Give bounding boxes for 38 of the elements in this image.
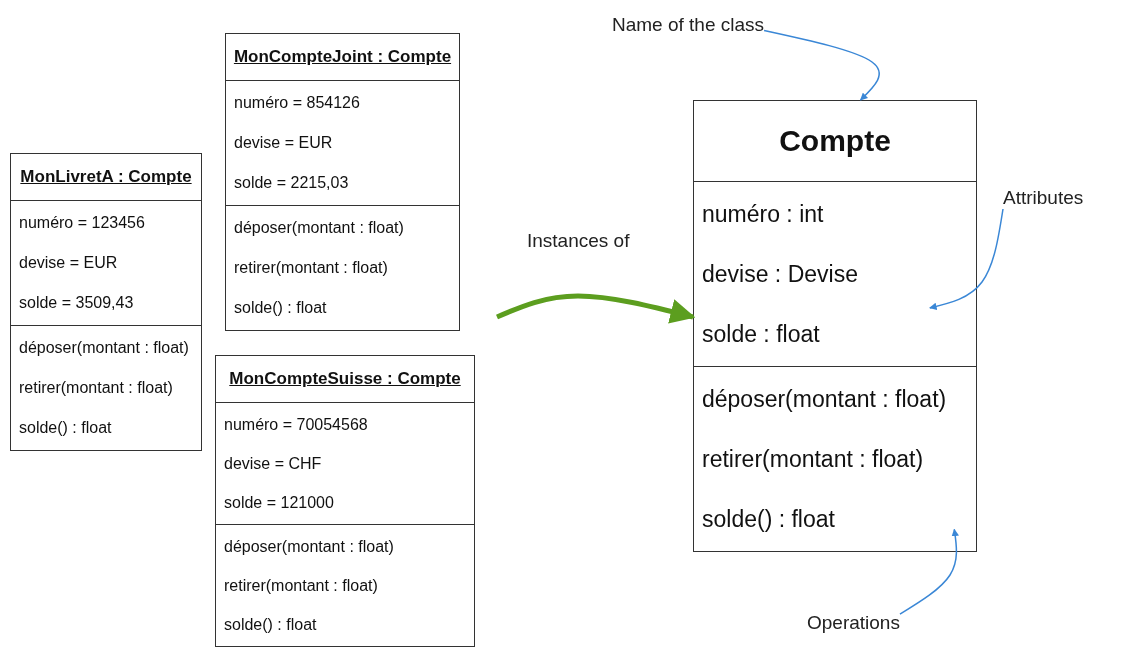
operation-text: déposer(montant : float) bbox=[224, 537, 394, 557]
object-name: MonCompteSuisse : Compte bbox=[229, 369, 461, 389]
attribute-text: devise = EUR bbox=[19, 253, 118, 273]
arrow bbox=[763, 29, 880, 101]
operation-text: déposer(montant : float) bbox=[702, 385, 947, 414]
arrow bbox=[929, 208, 1004, 310]
attribute-text: numéro = 70054568 bbox=[224, 415, 368, 435]
attribute-text: devise : Devise bbox=[702, 260, 858, 289]
attribute-text: solde = 3509,43 bbox=[19, 293, 134, 313]
object-box bbox=[225, 33, 460, 331]
operation-text: retirer(montant : float) bbox=[234, 258, 388, 278]
object-name: MonCompteJoint : Compte bbox=[233, 47, 452, 67]
object-box bbox=[10, 153, 202, 451]
operation-text: retirer(montant : float) bbox=[224, 576, 378, 596]
object-box bbox=[215, 355, 475, 647]
annotation-label: Attributes bbox=[1003, 187, 1084, 209]
class-name: Compte bbox=[779, 124, 891, 158]
class-box bbox=[693, 100, 977, 552]
operation-text: solde() : float bbox=[702, 505, 835, 534]
attribute-text: devise = CHF bbox=[224, 454, 322, 474]
annotation-label: Name of the class bbox=[612, 14, 765, 36]
arrow bbox=[899, 528, 959, 615]
annotation-label: Operations bbox=[807, 612, 900, 634]
operation-text: retirer(montant : float) bbox=[702, 445, 924, 474]
attribute-text: numéro : int bbox=[702, 200, 824, 229]
attribute-text: solde = 2215,03 bbox=[234, 173, 349, 193]
operation-text: retirer(montant : float) bbox=[19, 378, 173, 398]
attribute-text: numéro = 123456 bbox=[19, 213, 145, 233]
operation-text: déposer(montant : float) bbox=[234, 218, 404, 238]
operation-text: solde() : float bbox=[234, 298, 327, 318]
object-name: MonLivretA : Compte bbox=[20, 167, 192, 187]
attribute-text: solde = 121000 bbox=[224, 493, 334, 513]
attribute-text: solde : float bbox=[702, 320, 820, 349]
attribute-text: devise = EUR bbox=[234, 133, 333, 153]
attribute-text: numéro = 854126 bbox=[234, 93, 360, 113]
operation-text: déposer(montant : float) bbox=[19, 338, 189, 358]
operation-text: solde() : float bbox=[224, 615, 317, 635]
operation-text: solde() : float bbox=[19, 418, 112, 438]
